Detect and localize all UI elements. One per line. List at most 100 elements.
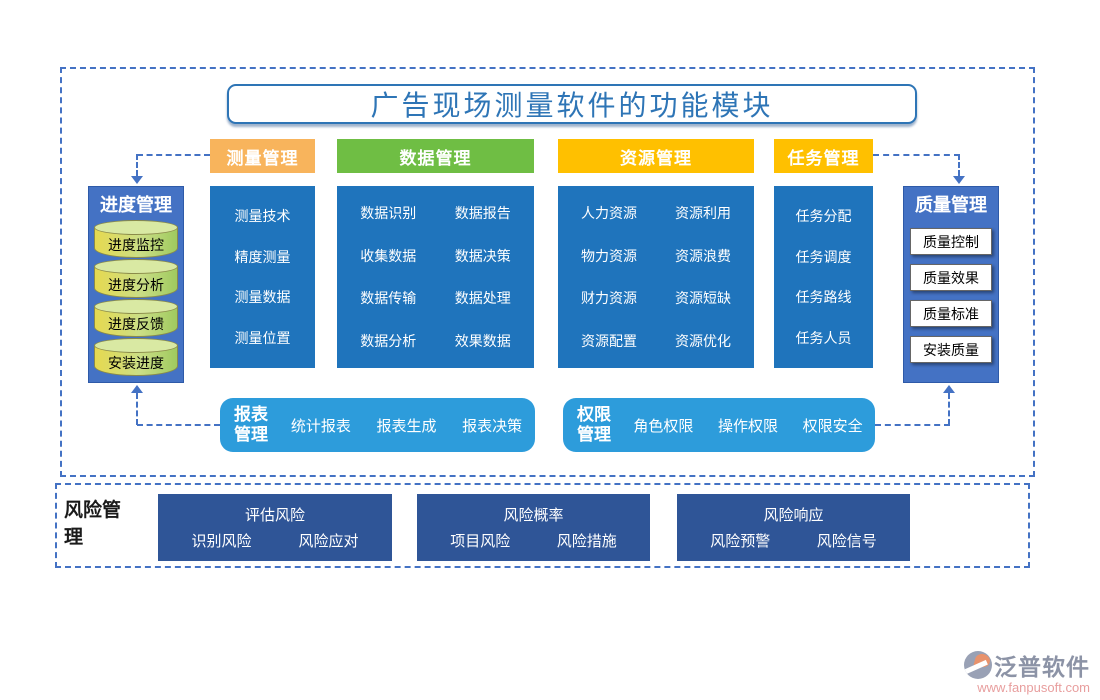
diagram-title: 广告现场测量软件的功能模块: [370, 90, 774, 121]
connector-top-right-horizontal: [873, 154, 960, 156]
cylinder-label: 进度分析: [108, 276, 164, 293]
connector-bottom-left-vertical: [136, 393, 138, 425]
report-item: 报表生成: [376, 417, 437, 435]
measure-item: 测量位置: [234, 329, 291, 346]
connector-bottom-right-vertical: [948, 393, 950, 425]
data-item: 数据传输: [360, 290, 417, 307]
cylinder-install-progress: 安装进度: [94, 337, 178, 376]
resource-item: 资源浪费: [675, 247, 731, 264]
task-item: 任务分配: [795, 208, 852, 225]
brand-url: www.fanpusoft.com: [977, 680, 1090, 695]
report-item: 报表决策: [462, 417, 523, 435]
resource-item: 资源短缺: [675, 290, 731, 307]
connector-top-left-vertical: [136, 154, 138, 176]
brand-name: 泛普软件: [994, 654, 1090, 680]
risk-group-response: 风险响应 风险预警 风险信号: [677, 494, 910, 561]
quality-chip: 质量效果: [910, 264, 992, 291]
arrow-down-icon: [953, 176, 965, 184]
resource-item: 财力资源: [581, 290, 637, 307]
risk-group-row: 风险预警 风险信号: [687, 530, 900, 551]
cylinder-top-shape: [94, 337, 178, 353]
risk-item: 风险措施: [556, 533, 617, 551]
connector-top-left-horizontal: [137, 154, 210, 156]
data-item: 数据分析: [360, 332, 417, 349]
permission-item: 权限安全: [802, 417, 863, 435]
permission-bar-title: 权限管理: [577, 405, 611, 444]
risk-group-assess: 评估风险 识别风险 风险应对: [158, 494, 392, 561]
progress-panel-title: 进度管理: [100, 195, 172, 215]
header-data: 数据管理: [337, 139, 534, 173]
connector-bottom-right-horizontal: [875, 424, 950, 426]
cylinder-top-shape: [94, 220, 178, 235]
report-bar-items: 统计报表 报表生成 报表决策: [278, 415, 535, 436]
resource-item: 物力资源: [581, 247, 637, 264]
quality-panel-title: 质量管理: [915, 195, 987, 215]
quality-chip: 安装质量: [910, 336, 992, 363]
risk-item: 风险响应: [763, 506, 824, 524]
cylinder-label: 安装进度: [108, 355, 164, 371]
report-item: 统计报表: [290, 417, 351, 435]
fanpu-logo-icon: [964, 651, 992, 679]
risk-item: 风险预警: [710, 533, 771, 551]
cylinder-label: 进度反馈: [108, 315, 164, 332]
brand-row: 泛普软件: [940, 648, 1090, 682]
data-item: 收集数据: [360, 247, 417, 264]
task-item: 任务调度: [795, 248, 852, 265]
resource-item: 资源利用: [675, 205, 731, 222]
data-column: 数据识别 数据报告 收集数据 数据决策 数据传输 数据处理 数据分析 效果数据: [337, 186, 534, 368]
data-item: 数据识别: [360, 205, 417, 222]
risk-item: 识别风险: [191, 533, 252, 551]
data-item: 效果数据: [454, 332, 511, 349]
permission-item: 角色权限: [633, 417, 694, 435]
footer-brand: 泛普软件 www.fanpusoft.com: [940, 648, 1090, 695]
resource-item: 资源优化: [675, 332, 731, 349]
task-item: 任务人员: [795, 329, 852, 346]
measure-item: 测量技术: [234, 208, 291, 225]
measure-item: 测量数据: [234, 289, 291, 306]
quality-panel: 质量管理 质量控制 质量效果 质量标准 安装质量: [903, 186, 999, 383]
resource-column: 人力资源 资源利用 物力资源 资源浪费 财力资源 资源短缺 资源配置 资源优化: [558, 186, 754, 368]
risk-section-label: 风险管理: [64, 500, 122, 548]
progress-panel: 进度管理 进度监控 进度分析 进度反馈 安装进度: [88, 186, 184, 383]
measure-column: 测量技术 精度测量 测量数据 测量位置: [210, 186, 315, 368]
cylinder-label: 进度监控: [108, 237, 164, 254]
risk-item: 风险信号: [816, 533, 877, 551]
permission-item: 操作权限: [717, 417, 778, 435]
permission-bar: 权限管理 角色权限 操作权限 权限安全: [563, 398, 875, 452]
quality-chip: 质量标准: [910, 300, 992, 327]
arrow-down-icon: [131, 176, 143, 184]
header-task: 任务管理: [774, 139, 873, 173]
connector-bottom-left-horizontal: [137, 424, 220, 426]
cylinder-top-shape: [94, 298, 178, 314]
cylinder-top-shape: [94, 259, 178, 275]
task-item: 任务路线: [795, 289, 852, 306]
header-resource: 资源管理: [558, 139, 754, 173]
cylinder-progress-monitor: 进度监控: [94, 220, 178, 259]
connector-top-right-vertical: [958, 154, 960, 176]
report-bar: 报表管理 统计报表 报表生成 报表决策: [220, 398, 535, 452]
data-item: 数据处理: [454, 290, 511, 307]
risk-item: 风险概率: [503, 506, 564, 524]
cylinder-progress-feedback: 进度反馈: [94, 298, 178, 337]
task-column: 任务分配 任务调度 任务路线 任务人员: [774, 186, 873, 368]
arrow-up-icon: [131, 385, 143, 393]
risk-item: 评估风险: [244, 506, 305, 524]
quality-chip: 质量控制: [910, 228, 992, 255]
permission-bar-items: 角色权限 操作权限 权限安全: [621, 415, 875, 436]
header-measure: 测量管理: [210, 139, 315, 173]
upper-dashed-border: [60, 67, 1035, 477]
report-bar-title: 报表管理: [234, 405, 268, 444]
data-item: 数据决策: [454, 247, 511, 264]
risk-group-row: 识别风险 风险应对: [168, 530, 382, 551]
cylinder-progress-analysis: 进度分析: [94, 259, 178, 298]
diagram-title-box: 广告现场测量软件的功能模块: [227, 84, 917, 124]
measure-item: 精度测量: [234, 248, 291, 265]
risk-item: 项目风险: [450, 533, 511, 551]
data-item: 数据报告: [454, 205, 511, 222]
arrow-up-icon: [943, 385, 955, 393]
risk-group-probability: 风险概率 项目风险 风险措施: [417, 494, 650, 561]
resource-item: 人力资源: [581, 205, 637, 222]
risk-dashed-border: [55, 483, 1030, 568]
resource-item: 资源配置: [581, 332, 637, 349]
